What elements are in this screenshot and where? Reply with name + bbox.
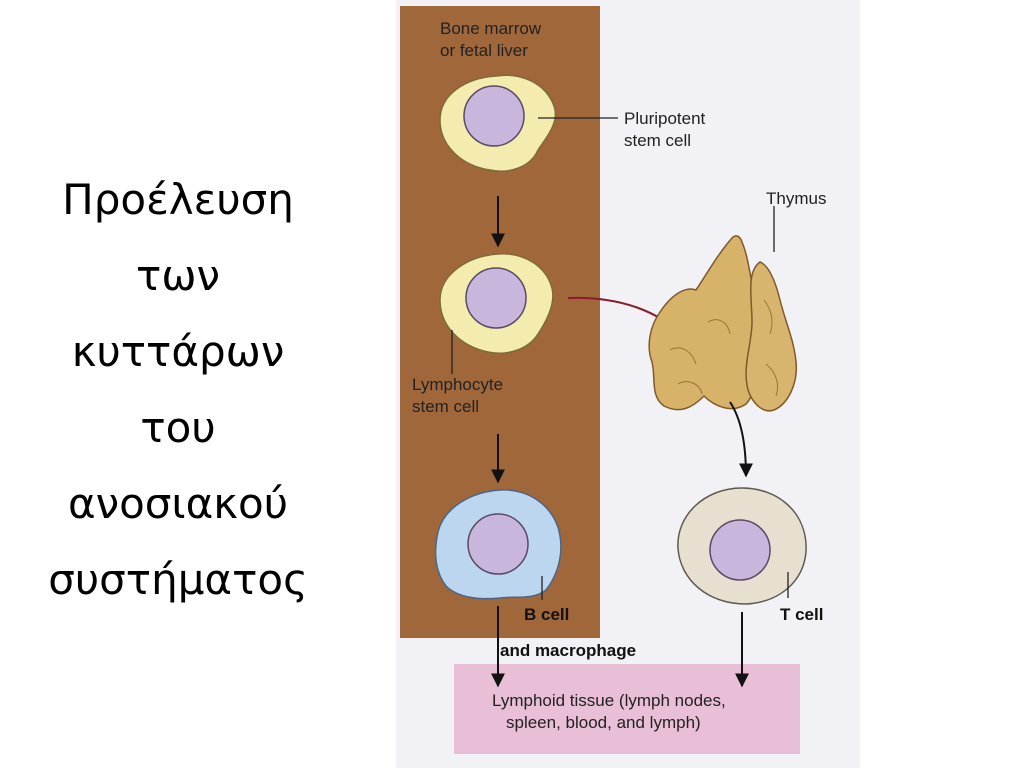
pluripotent-label-line1: Pluripotent [624, 109, 706, 128]
title-line: συστήματος [48, 555, 308, 604]
arrow-to-t-cell [729, 401, 753, 478]
lymphoid-label-line1: Lymphoid tissue (lymph nodes, [492, 691, 726, 710]
thymus-label: Thymus [766, 189, 826, 208]
title-line: του [140, 403, 216, 452]
lymphoid-label-line2: spleen, blood, and lymph) [506, 713, 701, 732]
t-cell [677, 487, 807, 605]
b-cell-label: B cell [524, 605, 569, 624]
nucleus [463, 85, 525, 147]
lymphocyte-stem-cell [439, 253, 554, 354]
nucleus [709, 519, 771, 581]
nucleus [467, 513, 529, 575]
lymphocyte-label-line2: stem cell [412, 397, 479, 416]
thymus [648, 235, 797, 412]
title-line: Προέλευση [62, 175, 294, 224]
origin-label-line2: or fetal liver [440, 41, 528, 60]
lymphocyte-label-line1: Lymphocyte [412, 375, 503, 394]
title-line: ανοσιακού [67, 479, 289, 528]
title-line: κυττάρων [71, 327, 285, 376]
title-line: των [136, 251, 220, 300]
pluripotent-stem-cell [439, 74, 557, 172]
macrophage-label: and macrophage [500, 641, 636, 660]
origin-label-line1: Bone marrow [440, 19, 542, 38]
t-cell-label: T cell [780, 605, 823, 624]
slide-title: Προέλευση των κυττάρων του ανοσιακού συσ… [0, 162, 356, 618]
diagram-svg: Bone marrow or fetal liver Pluripotent s… [396, 0, 860, 768]
nucleus [465, 267, 527, 329]
pluripotent-label-line2: stem cell [624, 131, 691, 150]
b-cell [434, 489, 562, 600]
immune-cell-origin-diagram: Bone marrow or fetal liver Pluripotent s… [396, 0, 860, 768]
